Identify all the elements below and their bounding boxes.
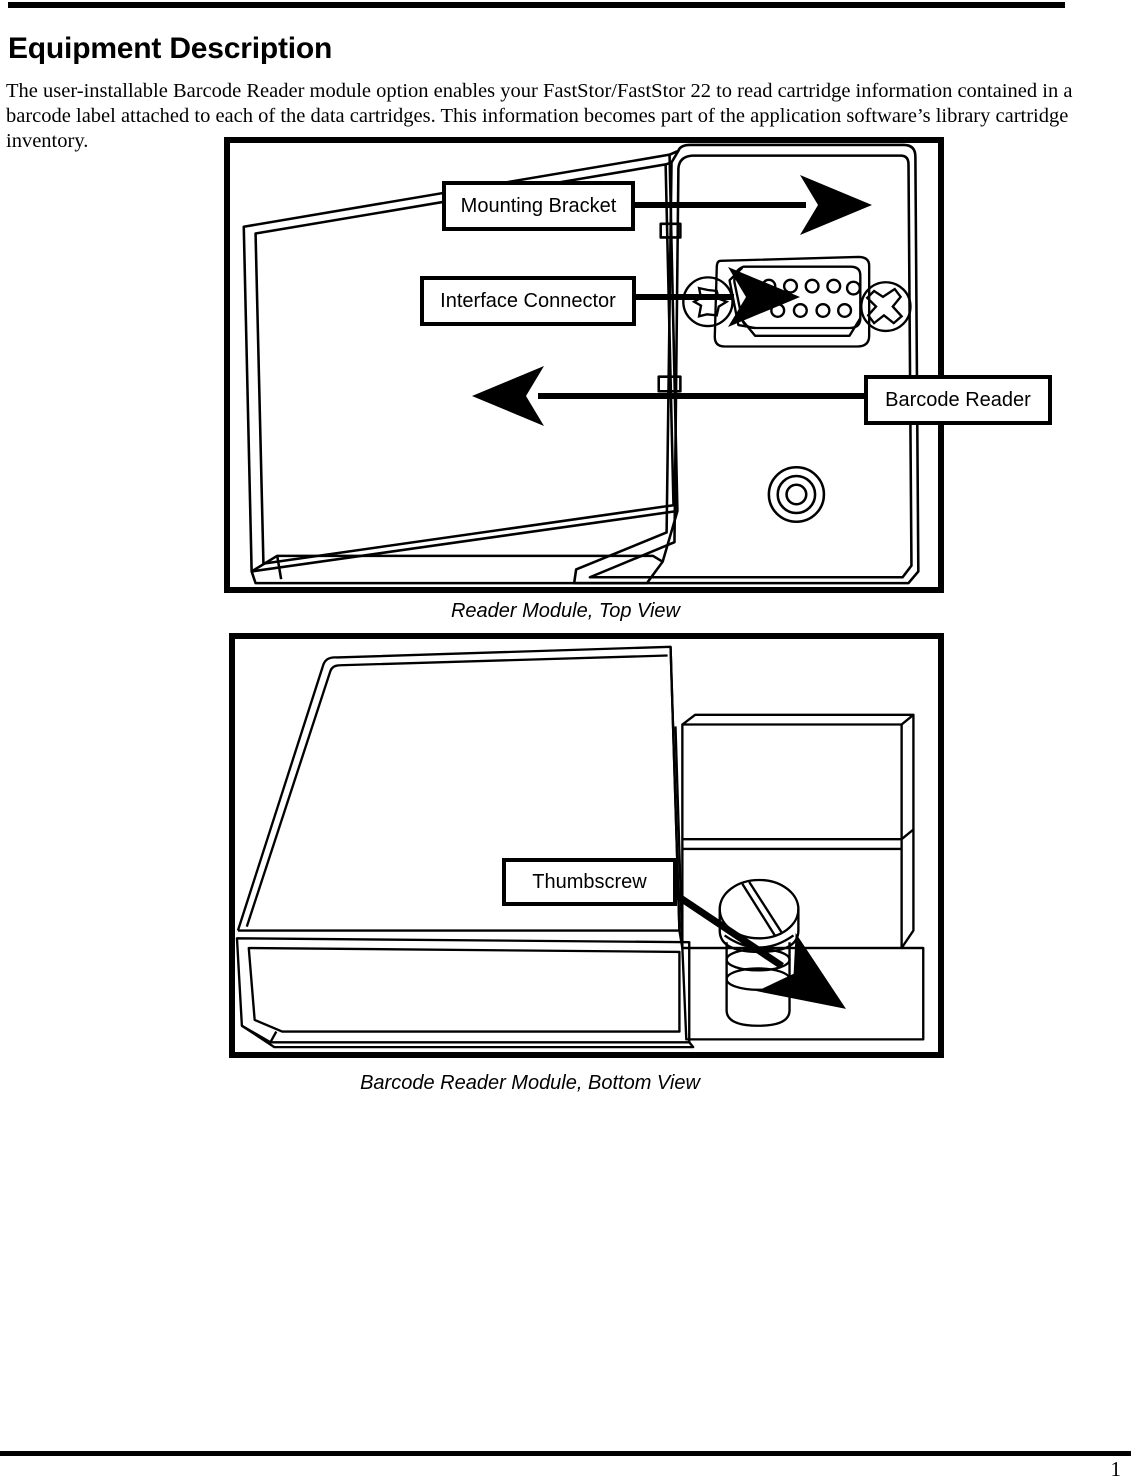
header-rule <box>8 2 1065 8</box>
figure-barcode-reader-module-bottom-view <box>229 633 944 1058</box>
callout-barcode-reader: Barcode Reader <box>864 375 1052 425</box>
footer-rule <box>0 1451 1131 1456</box>
callout-interface-connector: Interface Connector <box>420 276 636 326</box>
figure-caption-top: Reader Module, Top View <box>450 600 681 622</box>
barcode-reader-module-bottom-view-drawing <box>235 645 925 1049</box>
reader-module-top-view-drawing <box>242 143 920 585</box>
callout-thumbscrew: Thumbscrew <box>502 858 677 906</box>
page-title: Equipment Description <box>8 32 333 66</box>
figure-caption-bottom: Barcode Reader Module, Bottom View <box>360 1072 700 1094</box>
body-paragraph: The user-installable Barcode Reader modu… <box>6 79 1073 152</box>
page-number: 1 <box>1110 1457 1122 1480</box>
callout-mounting-bracket: Mounting Bracket <box>442 181 635 231</box>
